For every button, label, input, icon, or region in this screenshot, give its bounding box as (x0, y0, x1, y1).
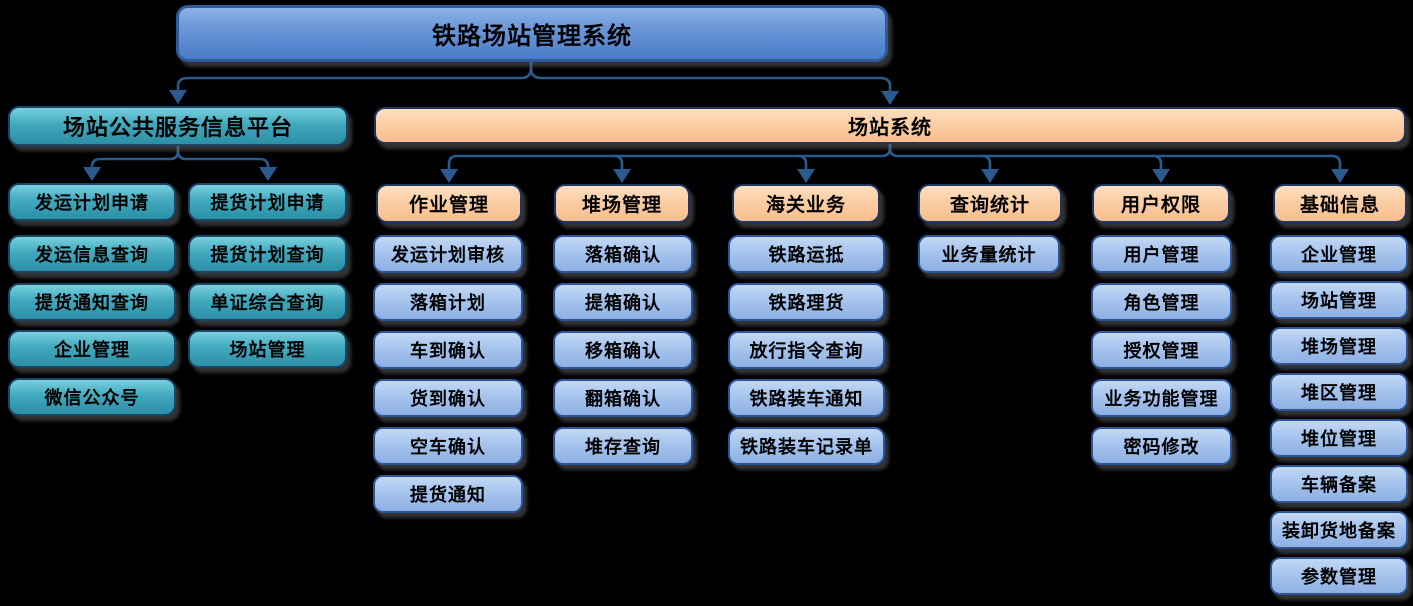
platform-leaf-node-label: 单证综合查询 (210, 293, 325, 313)
system-leaf-node: 发运计划审核 (373, 235, 523, 273)
group-header-query-stats: 查询统计 (918, 184, 1062, 223)
system-leaf-node: 落箱确认 (553, 235, 693, 273)
system-leaf-node: 提货通知 (373, 475, 523, 513)
system-leaf-node: 堆存查询 (553, 427, 693, 465)
system-leaf-node: 装卸货地备案 (1270, 511, 1408, 549)
system-leaf-node: 参数管理 (1270, 557, 1408, 595)
system-leaf-node: 密码修改 (1091, 427, 1232, 465)
system-leaf-node-label: 参数管理 (1301, 567, 1377, 587)
system-leaf-node: 车到确认 (373, 331, 523, 369)
system-leaf-node-label: 密码修改 (1123, 437, 1200, 457)
group-header-yard: 堆场管理 (554, 184, 690, 223)
platform-leaf-node: 发运计划申请 (8, 183, 176, 221)
platform-leaf-node-label: 发运计划申请 (35, 193, 149, 213)
platform-header-label: 场站公共服务信息平台 (62, 115, 293, 140)
system-leaf-node: 放行指令查询 (728, 331, 885, 369)
platform-leaf-node-label: 提货计划申请 (210, 193, 325, 213)
system-leaf-node: 铁路装车记录单 (728, 427, 885, 465)
system-leaf-node: 铁路理货 (728, 283, 885, 321)
system-leaf-node: 角色管理 (1091, 283, 1232, 321)
system-leaf-node: 空车确认 (373, 427, 523, 465)
group-header-operations: 作业管理 (376, 184, 522, 223)
system-leaf-node: 移箱确认 (553, 331, 693, 369)
root-node: 铁路场站管理系统 (176, 5, 888, 62)
system-leaf-node: 货到确认 (373, 379, 523, 417)
system-leaf-node: 车辆备案 (1270, 465, 1408, 503)
group-header-operations-label: 作业管理 (408, 195, 489, 216)
platform-leaf-node-label: 场站管理 (229, 340, 306, 360)
system-leaf-node-label: 企业管理 (1301, 245, 1377, 265)
system-leaf-node-label: 用户管理 (1123, 245, 1200, 265)
system-leaf-node-label: 铁路装车通知 (749, 389, 864, 409)
system-header-node: 场站系统 (374, 107, 1406, 144)
system-leaf-node-label: 车到确认 (410, 341, 486, 361)
system-leaf-node-label: 装卸货地备案 (1282, 521, 1396, 541)
system-leaf-node-label: 业务量统计 (941, 245, 1037, 265)
system-leaf-node-label: 提货通知 (410, 485, 486, 505)
system-leaf-node-label: 空车确认 (410, 437, 486, 457)
system-leaf-node-label: 角色管理 (1123, 293, 1200, 313)
platform-leaf-node-label: 发运信息查询 (35, 245, 149, 265)
system-leaf-node-label: 铁路装车记录单 (740, 437, 873, 457)
platform-leaf-node: 提货通知查询 (8, 283, 176, 321)
system-leaf-node-label: 堆存查询 (585, 437, 661, 457)
root-node-label: 铁路场站管理系统 (432, 23, 632, 50)
platform-leaf-node: 提货计划查询 (188, 235, 347, 273)
system-leaf-node-label: 铁路运抵 (768, 245, 845, 265)
system-leaf-node-label: 货到确认 (410, 389, 486, 409)
platform-leaf-node-label: 企业管理 (54, 340, 130, 360)
platform-leaf-node: 微信公众号 (8, 378, 176, 416)
system-leaf-node: 业务功能管理 (1091, 379, 1232, 417)
group-header-base-info-label: 基础信息 (1299, 195, 1380, 216)
system-leaf-node: 堆场管理 (1270, 327, 1408, 365)
system-leaf-node-label: 移箱确认 (585, 341, 661, 361)
system-leaf-node: 铁路装车通知 (728, 379, 885, 417)
group-header-base-info: 基础信息 (1273, 184, 1407, 223)
system-leaf-node-label: 放行指令查询 (749, 341, 864, 361)
group-header-query-stats-label: 查询统计 (949, 195, 1030, 216)
system-leaf-node-label: 场站管理 (1301, 291, 1377, 311)
platform-leaf-node: 单证综合查询 (188, 283, 347, 321)
system-leaf-node-label: 发运计划审核 (391, 245, 505, 265)
system-leaf-node: 铁路运抵 (728, 235, 885, 273)
platform-leaf-node-label: 微信公众号 (44, 388, 140, 408)
platform-leaf-node: 企业管理 (8, 330, 176, 368)
platform-leaf-node: 场站管理 (188, 330, 347, 368)
system-leaf-node: 业务量统计 (918, 235, 1060, 273)
system-leaf-node: 场站管理 (1270, 281, 1408, 319)
system-leaf-node: 授权管理 (1091, 331, 1232, 369)
platform-leaf-node: 发运信息查询 (8, 235, 176, 273)
group-header-customs-label: 海关业务 (765, 195, 846, 216)
system-leaf-node: 企业管理 (1270, 235, 1408, 273)
platform-leaf-node-label: 提货通知查询 (35, 293, 149, 313)
system-leaf-node-label: 堆位管理 (1301, 429, 1377, 449)
system-leaf-node-label: 业务功能管理 (1104, 389, 1219, 409)
system-leaf-node: 落箱计划 (373, 283, 523, 321)
system-header-label: 场站系统 (848, 117, 932, 139)
system-leaf-node: 提箱确认 (553, 283, 693, 321)
platform-leaf-node: 提货计划申请 (188, 183, 347, 221)
system-leaf-node-label: 铁路理货 (768, 293, 845, 313)
group-header-user-rights-label: 用户权限 (1120, 195, 1201, 216)
platform-header-node: 场站公共服务信息平台 (8, 106, 348, 146)
system-leaf-node-label: 车辆备案 (1301, 475, 1377, 495)
system-leaf-node-label: 堆区管理 (1301, 383, 1377, 403)
system-leaf-node-label: 翻箱确认 (585, 389, 661, 409)
system-leaf-node-label: 落箱计划 (410, 293, 486, 313)
system-leaf-node: 翻箱确认 (553, 379, 693, 417)
system-leaf-node: 用户管理 (1091, 235, 1232, 273)
group-header-user-rights: 用户权限 (1092, 184, 1230, 223)
system-leaf-node-label: 落箱确认 (585, 245, 661, 265)
platform-leaf-node-label: 提货计划查询 (210, 245, 325, 265)
system-leaf-node-label: 授权管理 (1123, 341, 1200, 361)
group-header-customs: 海关业务 (732, 184, 880, 223)
system-leaf-node: 堆区管理 (1270, 373, 1408, 411)
system-leaf-node: 堆位管理 (1270, 419, 1408, 457)
system-leaf-node-label: 堆场管理 (1301, 337, 1377, 357)
system-leaf-node-label: 提箱确认 (585, 293, 661, 313)
group-header-yard-label: 堆场管理 (581, 195, 662, 216)
